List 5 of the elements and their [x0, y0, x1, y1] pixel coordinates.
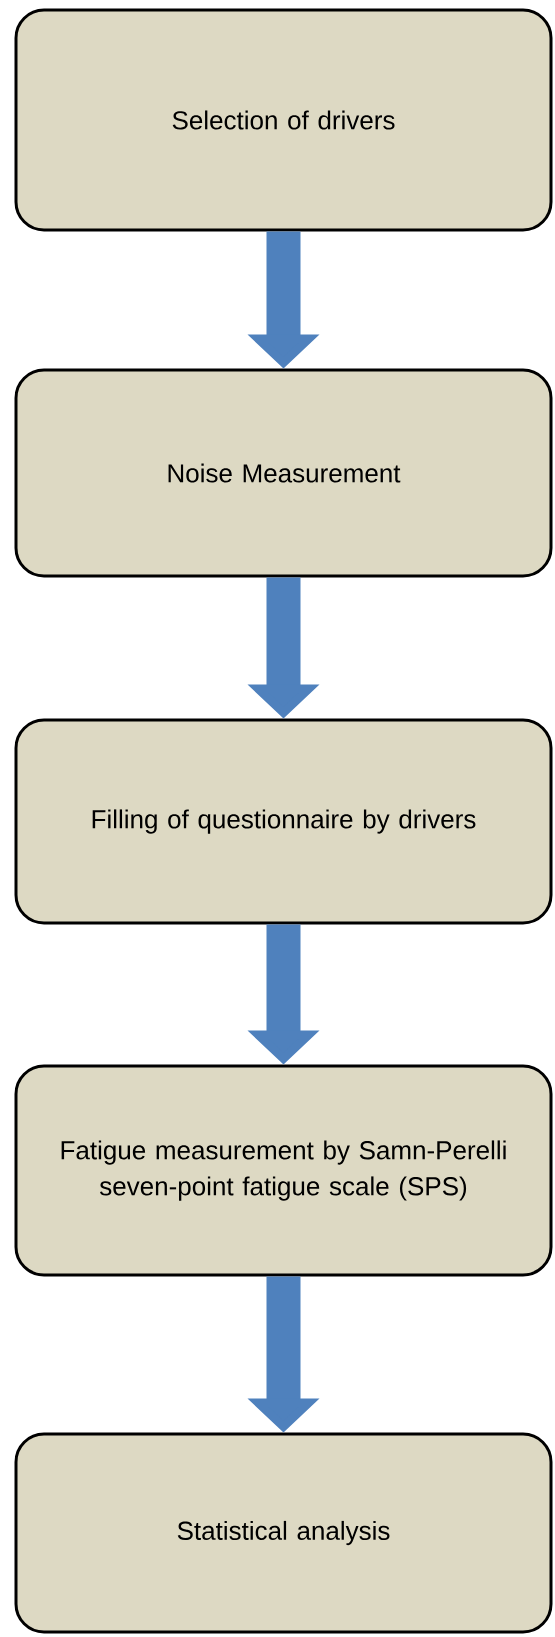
process-box: Fatigue measurement by Samn-Perelli seven-point fatigue scale (SPS): [14, 1064, 553, 1277]
process-box: Noise Measurement: [14, 368, 553, 578]
process-box: Selection of drivers: [14, 8, 553, 232]
process-box: Statistical analysis: [14, 1432, 553, 1634]
process-box: Filling of questionnaire by drivers: [14, 718, 553, 925]
